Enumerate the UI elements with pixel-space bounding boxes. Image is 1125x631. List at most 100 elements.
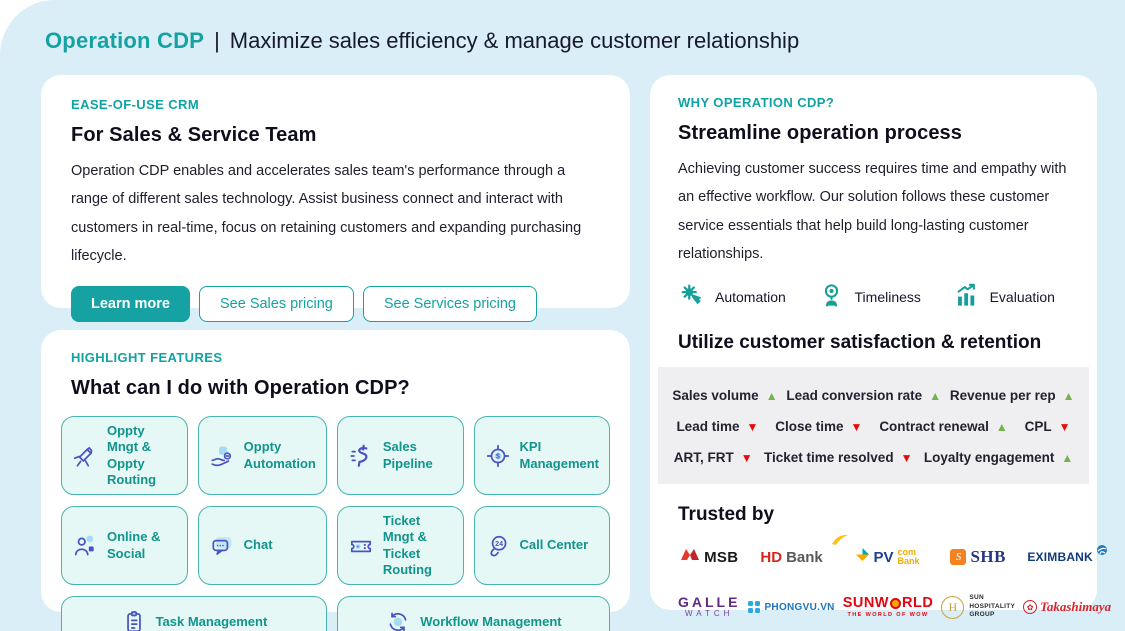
trusted-by-title: Trusted by <box>678 504 775 526</box>
crm-title: For Sales & Service Team <box>71 124 317 146</box>
service-essentials: Automation Timeliness <box>678 282 1069 312</box>
why-body: Achieving customer success requires time… <box>678 161 1067 262</box>
metrics-panel: Sales volume▲ Lead conversion rate▲ Reve… <box>658 367 1089 485</box>
trend-down-icon: ▼ <box>1058 419 1071 434</box>
metric-art-frt: ART, FRT▼ <box>673 450 753 466</box>
crm-card: EASE-OF-USE CRM For Sales & Service Team… <box>41 75 630 323</box>
metric-revenue-per-rep: Revenue per rep▲ <box>949 388 1075 404</box>
logo-takashimaya: ✿ Takashimaya <box>1023 592 1111 622</box>
feature-label: Call Center <box>519 537 589 553</box>
svg-text:$: $ <box>496 453 500 460</box>
crm-buttons: Learn more See Sales pricing See Service… <box>71 286 600 323</box>
person-social-icon <box>72 533 98 559</box>
essential-evaluation: Evaluation <box>953 282 1055 312</box>
feature-label: Chat <box>243 537 273 553</box>
features-eyebrow: HIGHLIGHT FEATURES <box>71 350 223 365</box>
logo-sun-hospitality: H SUN HOSPITALITY GROUP <box>941 592 1015 622</box>
target-dollar-icon: $ <box>485 443 511 469</box>
chat-bubble-icon <box>209 533 235 559</box>
logo-msb: MSB <box>678 542 740 572</box>
retention-title: Utilize customer satisfaction & retentio… <box>678 332 1042 354</box>
gear-hand-icon <box>678 282 705 312</box>
trend-up-icon: ▲ <box>929 388 942 403</box>
trend-down-icon: ▼ <box>740 450 753 465</box>
metric-cpl: CPL▼ <box>1024 419 1071 435</box>
feature-label: Ticket Mngt & Ticket Routing <box>382 513 432 577</box>
metric-sales-volume: Sales volume▲ <box>672 388 778 404</box>
workflow-loop-icon <box>385 609 411 631</box>
feature-chip-ticket-mngt-routing[interactable]: Ticket Mngt & Ticket Routing <box>336 506 464 585</box>
feature-label: Workflow Management <box>420 613 562 629</box>
tagline: Maximize sales efficiency & manage custo… <box>229 28 800 53</box>
feature-chip-chat[interactable]: Chat <box>197 506 327 585</box>
feature-chip-task-management[interactable]: Task Management <box>61 596 327 631</box>
feature-label: Oppty Automation <box>243 439 316 471</box>
trend-down-icon: ▼ <box>850 419 863 434</box>
metric-loyalty-engagement: Loyalty engagement▲ <box>923 450 1074 466</box>
feature-chip-call-center[interactable]: 24 Call Center <box>473 506 610 585</box>
feature-chip-sales-pipeline[interactable]: Sales Pipeline <box>336 416 464 495</box>
hdbank-swoosh-icon <box>831 533 849 551</box>
logo-eximbank: EXIMBANK <box>1023 542 1111 572</box>
trend-down-icon: ▼ <box>900 450 913 465</box>
trend-up-icon: ▲ <box>995 419 1008 434</box>
pvcombank-mark-icon <box>856 548 870 566</box>
feature-label: Online & Social <box>107 529 161 561</box>
dollar-pipeline-icon <box>348 443 374 469</box>
title-separator: | <box>214 28 220 53</box>
msb-mark-icon <box>680 547 700 567</box>
eximbank-globe-icon <box>1096 542 1107 560</box>
logo-galle-watch: GALLE WATCH <box>678 593 741 619</box>
feature-label: KPI Management <box>519 439 600 471</box>
essential-automation: Automation <box>678 282 786 312</box>
metric-lead-conversion-rate: Lead conversion rate▲ <box>786 388 942 404</box>
features-grid: Oppty Mngt & Oppty Routing Oppty Automat… <box>61 416 610 631</box>
metric-close-time: Close time▼ <box>775 419 863 435</box>
bar-chart-growth-icon <box>953 282 980 312</box>
essential-label: Automation <box>715 289 786 306</box>
feature-chip-oppty-mngt-routing[interactable]: Oppty Mngt & Oppty Routing <box>61 416 188 495</box>
metric-ticket-time-resolved: Ticket time resolved▼ <box>764 450 913 466</box>
services-pricing-button[interactable]: See Services pricing <box>362 286 537 323</box>
feature-chip-kpi-management[interactable]: $ KPI Management <box>473 416 610 495</box>
features-title: What can I do with Operation CDP? <box>71 377 410 399</box>
essential-label: Timeliness <box>854 289 921 306</box>
svg-text:24: 24 <box>495 540 503 547</box>
phongvu-dots-icon <box>748 601 761 614</box>
metric-lead-time: Lead time▼ <box>676 419 759 435</box>
logo-pvcombank: PV com Bank <box>843 542 934 572</box>
crm-eyebrow: EASE-OF-USE CRM <box>71 97 200 112</box>
feature-chip-oppty-automation[interactable]: Oppty Automation <box>197 416 327 495</box>
feature-chip-online-social[interactable]: Online & Social <box>61 506 188 585</box>
shb-mark-icon: S <box>950 549 967 566</box>
feature-label: Oppty Mngt & Oppty Routing <box>107 423 157 487</box>
logo-phongvu: PHONGVU.VN <box>748 592 834 622</box>
trend-up-icon: ▲ <box>1061 450 1074 465</box>
person-target-icon <box>818 282 845 312</box>
sales-pricing-button[interactable]: See Sales pricing <box>198 286 354 323</box>
ticket-icon <box>348 533 374 559</box>
sunworld-sun-icon <box>890 597 901 609</box>
trend-up-icon: ▲ <box>765 388 778 403</box>
logo-shb: S SHB <box>941 542 1015 572</box>
features-card: HIGHLIGHT FEATURES What can I do with Op… <box>41 330 630 631</box>
feature-label: Sales Pipeline <box>382 439 433 471</box>
crm-body: Operation CDP enables and accelerates sa… <box>71 163 582 264</box>
feature-label: Task Management <box>155 613 268 629</box>
brand-name: Operation CDP <box>45 28 205 53</box>
metric-contract-renewal: Contract renewal▲ <box>879 419 1008 435</box>
why-eyebrow: WHY OPERATION CDP? <box>678 95 835 110</box>
takashimaya-rose-icon: ✿ <box>1023 600 1038 615</box>
learn-more-button[interactable]: Learn more <box>71 286 190 323</box>
essential-timeliness: Timeliness <box>818 282 921 312</box>
feature-chip-workflow-management[interactable]: Workflow Management <box>336 596 610 631</box>
metrics-row-1: Sales volume▲ Lead conversion rate▲ Reve… <box>664 380 1083 411</box>
clipboard-icon <box>121 609 147 631</box>
trend-down-icon: ▼ <box>746 419 759 434</box>
why-card: WHY OPERATION CDP? Streamline operation … <box>650 75 1111 619</box>
hand-coin-icon <box>209 443 235 469</box>
